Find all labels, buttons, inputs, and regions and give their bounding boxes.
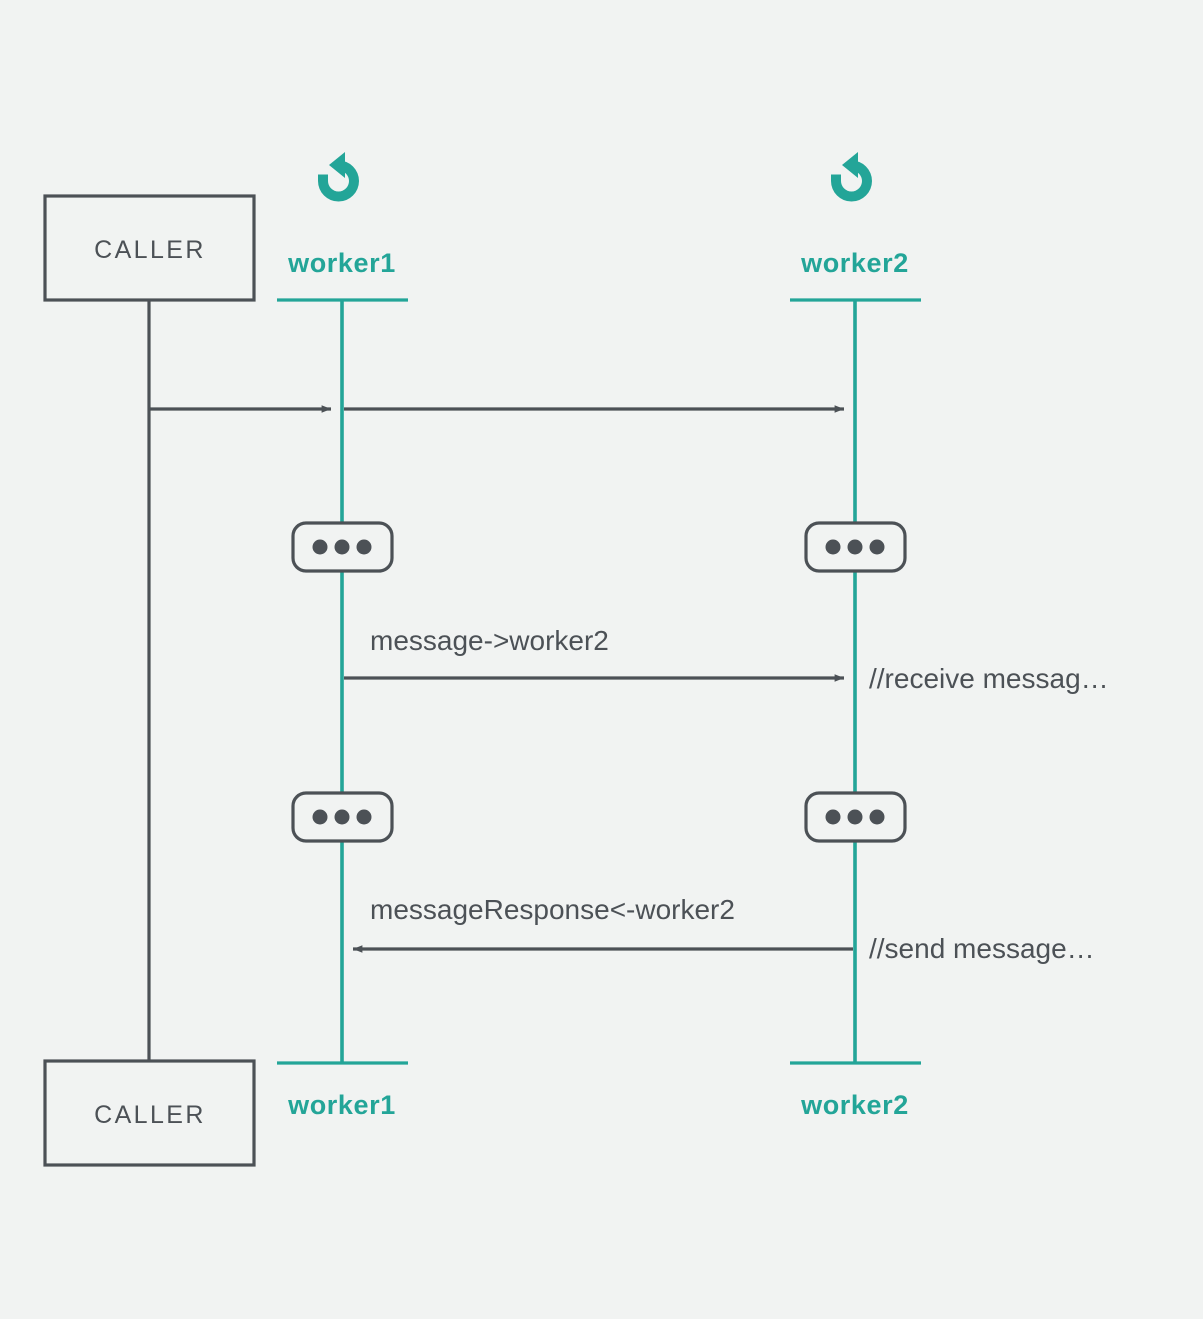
message-label-2: messageResponse<-worker2 [370, 894, 735, 925]
worker1-bottom-label: worker1 [287, 1090, 396, 1120]
worker2-bottom-label: worker2 [800, 1090, 909, 1120]
activation-box-worker1-2 [291, 791, 394, 843]
note-label-2: //send message… [869, 933, 1095, 964]
loop-icon-worker1 [318, 152, 359, 202]
caller-top-box [43, 194, 256, 302]
caller-bottom-label: CALLER [94, 1101, 206, 1129]
worker1-top-label: worker1 [287, 248, 396, 278]
message-label-1: message->worker2 [370, 625, 609, 656]
worker2-top-label: worker2 [800, 248, 909, 278]
note-label-1: //receive messag… [869, 663, 1109, 694]
activation-box-worker1-1 [291, 521, 394, 573]
loop-icon-worker2 [831, 152, 872, 202]
activation-box-worker2-2 [804, 791, 907, 843]
activation-box-worker2-1 [804, 521, 907, 573]
caller-top-label: CALLER [94, 236, 206, 264]
caller-bottom-box [43, 1059, 256, 1167]
